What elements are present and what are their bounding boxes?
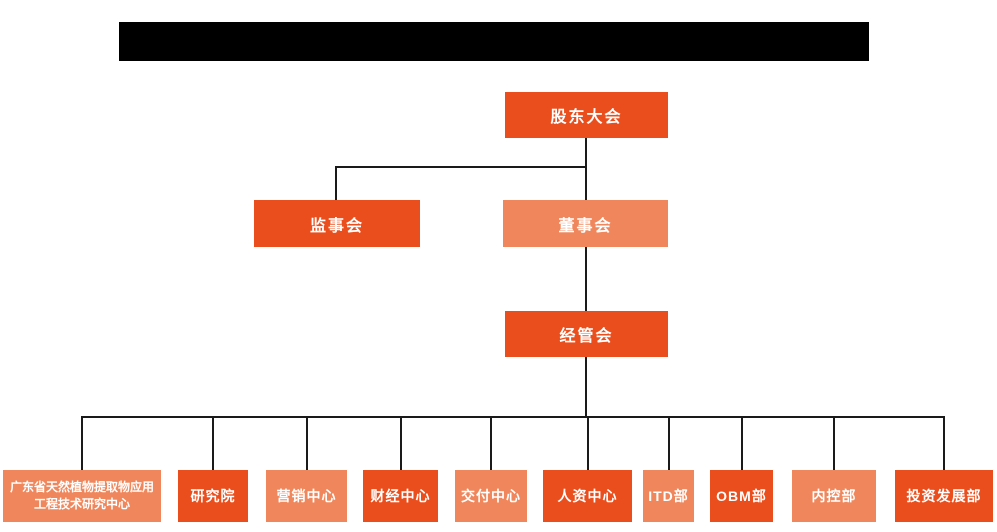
org-node-label: OBM部 xyxy=(716,488,767,504)
org-node-department: 人资中心 xyxy=(543,470,632,522)
org-node-label: 人资中心 xyxy=(557,488,618,504)
org-node-department: 财经中心 xyxy=(363,470,438,522)
connector-department-drop xyxy=(399,416,402,470)
org-node-label: 交付中心 xyxy=(461,488,521,504)
org-node-label: 内控部 xyxy=(811,488,857,504)
org-node-label: 监事会 xyxy=(309,217,364,235)
org-node-label: 营销中心 xyxy=(276,488,337,504)
connector-department-drop xyxy=(490,416,492,470)
org-node-label: 投资发展部 xyxy=(906,488,982,504)
connector-shareholders-down xyxy=(585,138,587,200)
connector-department-drop xyxy=(740,416,743,470)
connector-department-drop xyxy=(586,416,589,470)
org-node-department: 投资发展部 xyxy=(895,470,993,522)
org-node-department: ITD部 xyxy=(643,470,694,522)
connector-department-drop xyxy=(212,416,214,470)
org-node-department: OBM部 xyxy=(710,470,773,522)
org-node-label: 研究院 xyxy=(190,488,236,504)
org-node-department: 广东省天然植物提取物应用工程技术研究中心 xyxy=(3,470,161,522)
org-node-label: 财经中心 xyxy=(370,488,431,504)
org-node-label: ITD部 xyxy=(648,488,689,504)
connector-department-drop xyxy=(667,416,670,470)
org-node-department: 内控部 xyxy=(792,470,876,522)
org-node-department: 营销中心 xyxy=(266,470,347,522)
connector-department-drop xyxy=(305,416,308,470)
org-node-supervisory-board: 监事会 xyxy=(254,200,420,247)
org-node-shareholders-meeting: 股东大会 xyxy=(505,92,668,138)
connector-department-drop xyxy=(81,416,83,470)
connector-department-drop xyxy=(833,416,835,470)
org-node-label: 经管会 xyxy=(559,328,614,345)
org-node-board-of-directors: 董事会 xyxy=(503,200,668,247)
connector-management-down xyxy=(585,357,587,418)
org-node-department: 交付中心 xyxy=(455,470,527,522)
redacted-title-bar xyxy=(119,22,869,61)
connector-department-drop xyxy=(943,416,945,470)
connector-departments-rail xyxy=(81,416,945,418)
org-node-label: 董事会 xyxy=(558,217,613,235)
org-node-management-committee: 经管会 xyxy=(505,311,668,357)
org-node-department: 研究院 xyxy=(178,470,248,522)
connector-supervisory-drop xyxy=(335,166,337,200)
org-node-label: 股东大会 xyxy=(550,109,623,126)
connector-row2-rail xyxy=(335,166,587,168)
org-node-label: 广东省天然植物提取物应用工程技术研究中心 xyxy=(9,479,154,511)
connector-board-to-management xyxy=(585,247,587,311)
